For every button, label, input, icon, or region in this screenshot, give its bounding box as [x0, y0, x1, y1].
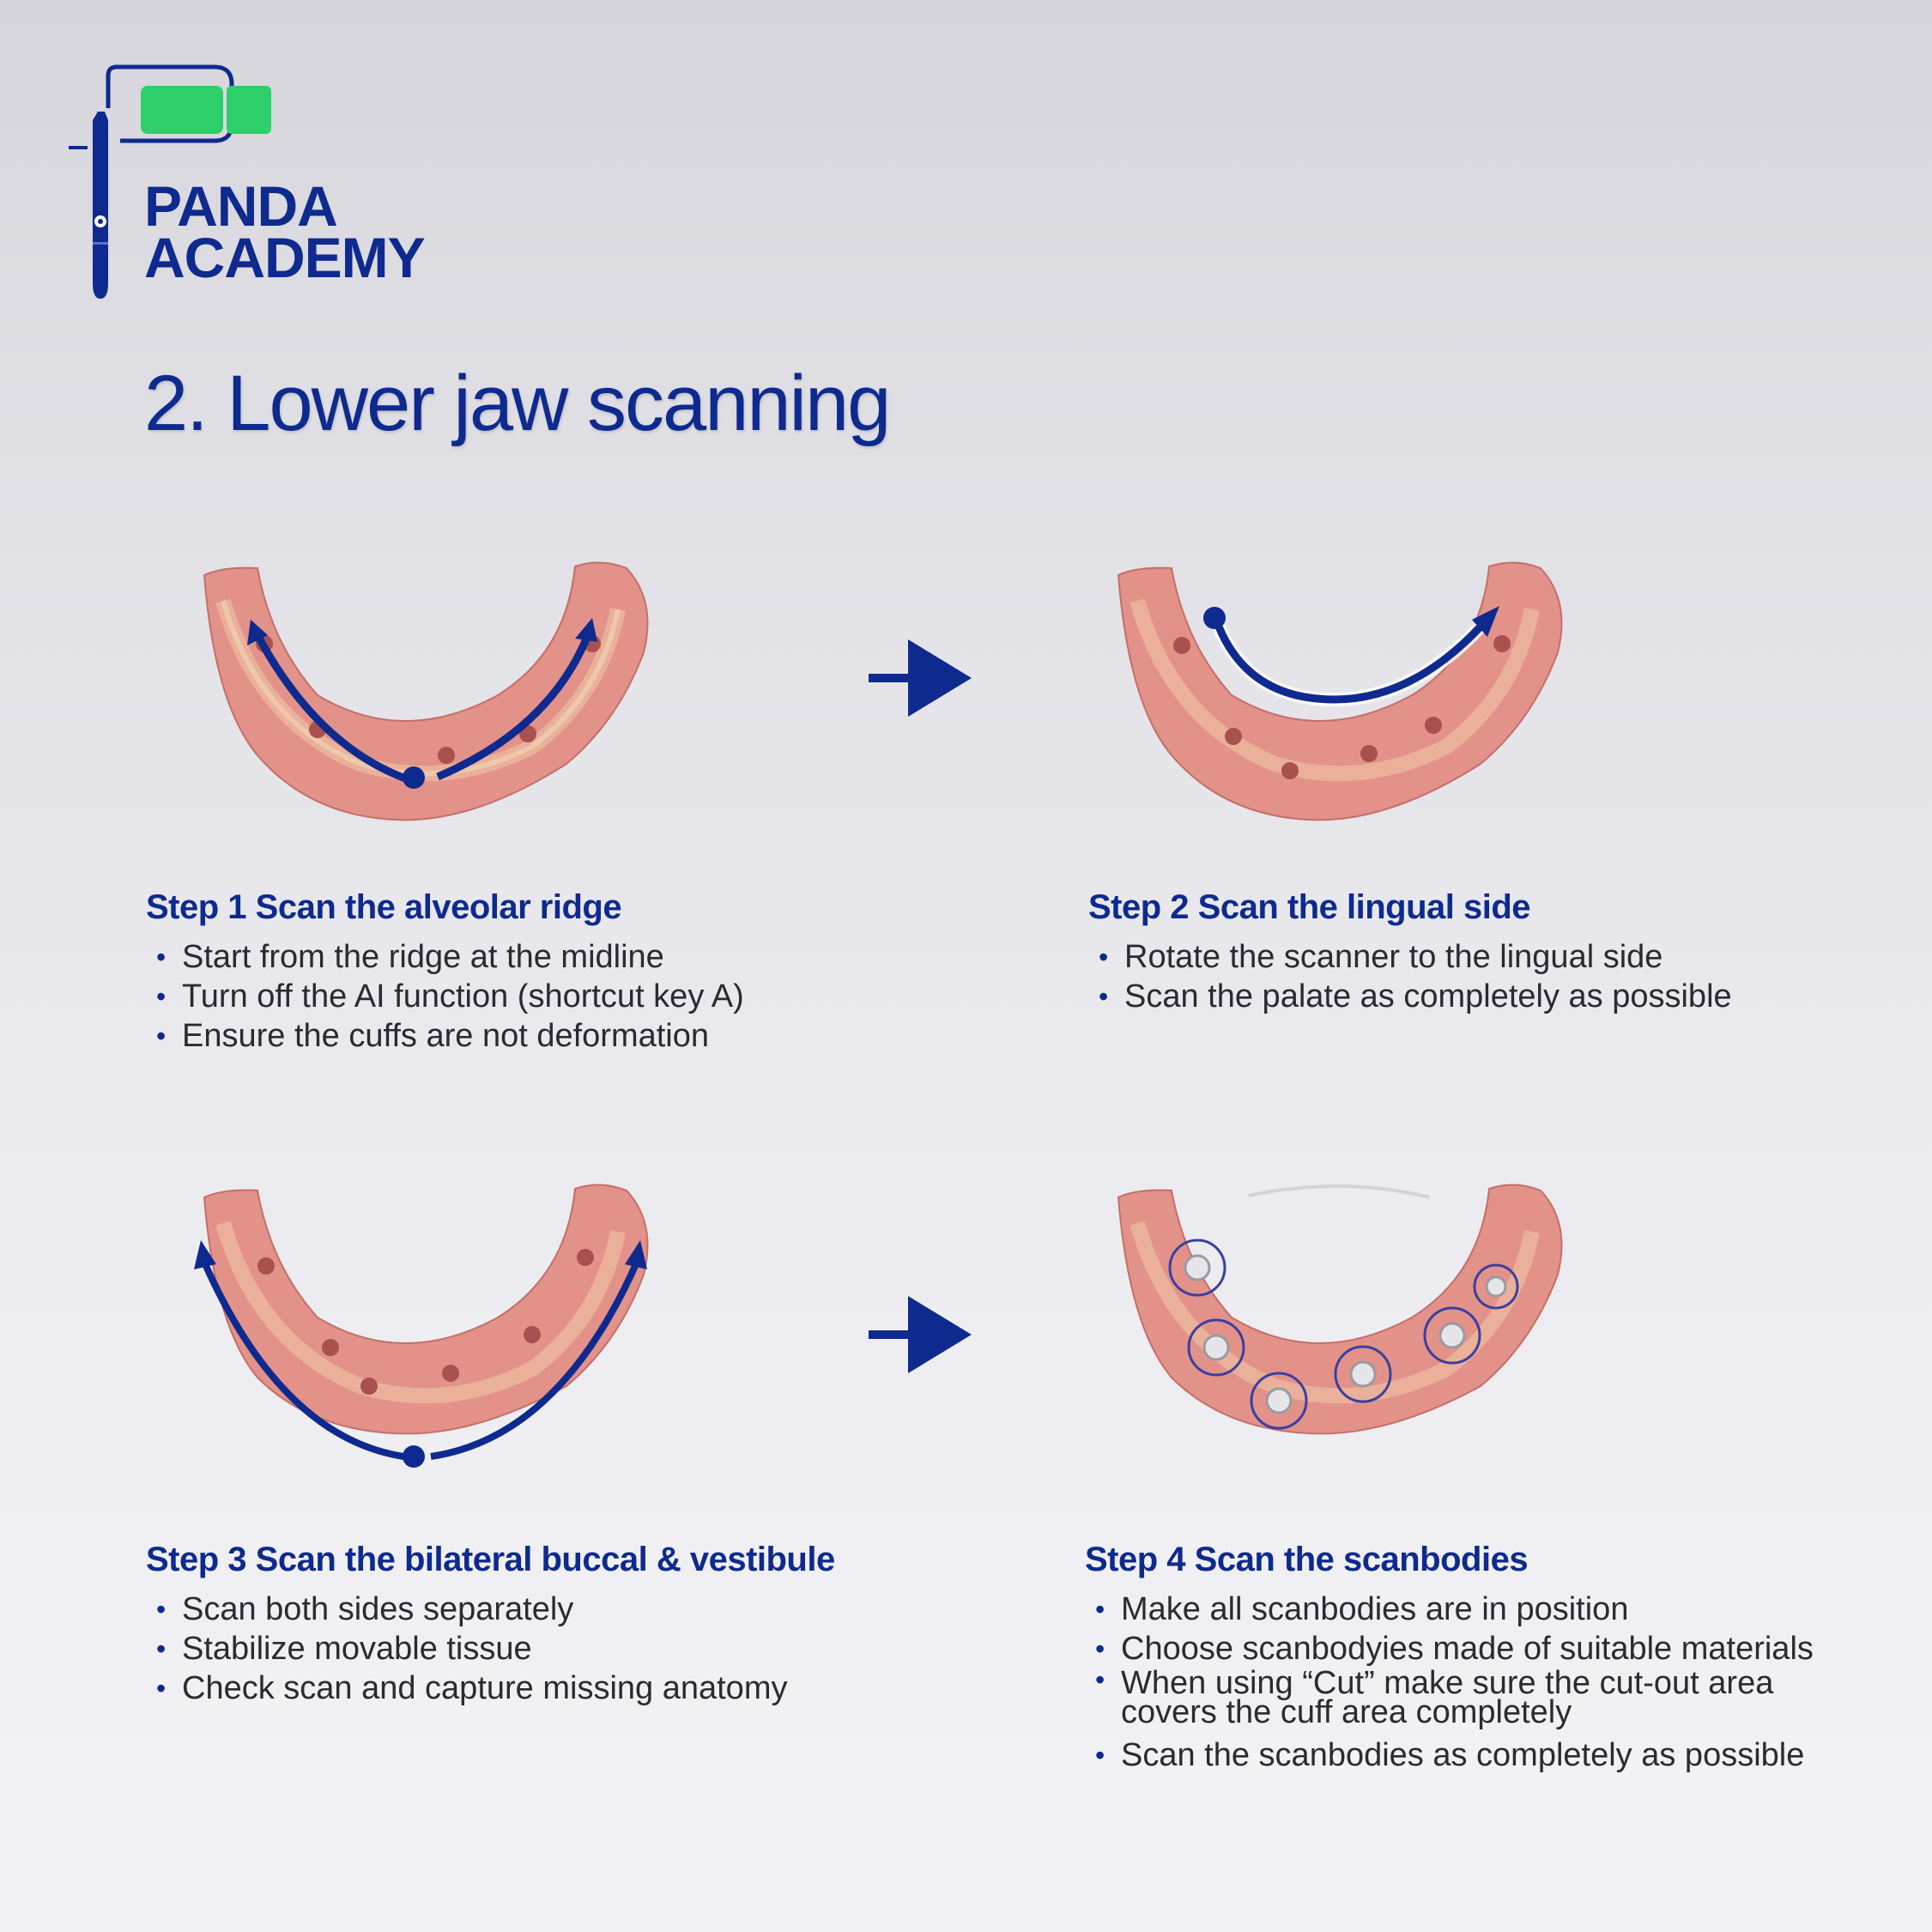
logo-line-2: ACADEMY [144, 226, 426, 289]
logo-wordmark: PANDA ACADEMY [144, 174, 426, 289]
step-3-list: •Scan both sides separately •Stabilize m… [146, 1590, 835, 1708]
step-3: Step 3 Scan the bilateral buccal & vesti… [146, 1541, 835, 1708]
list-item: •Scan the scanbodies as completely as po… [1095, 1737, 1805, 1773]
panda-academy-logo: PANDA ACADEMY [69, 60, 463, 309]
step-4: Step 4 Scan the scanbodies •Make all sca… [1085, 1541, 1857, 1775]
logo-line-1: PANDA [144, 174, 338, 238]
bullet-icon: • [156, 1021, 167, 1051]
step-3-title: Step 3 Scan the bilateral buccal & vesti… [146, 1541, 835, 1578]
bullet-icon: • [156, 1594, 167, 1625]
next-step-arrow-icon [869, 1296, 972, 1373]
list-item: •Check scan and capture missing anatomy [156, 1670, 788, 1706]
bullet-icon: • [1095, 1664, 1105, 1695]
bullet-icon: • [156, 981, 167, 1012]
step-4-list: •Make all scanbodies are in position •Ch… [1085, 1590, 1857, 1775]
page-title: 2. Lower jaw scanning [144, 360, 891, 447]
list-item: •When using “Cut” make sure the cut-out … [1095, 1664, 1774, 1730]
jaw-image-step-1 [203, 561, 649, 821]
step-2-list: •Rotate the scanner to the lingual side … [1088, 937, 1732, 1016]
jaw-image-step-3 [194, 1184, 649, 1468]
list-item: •Turn off the AI function (shortcut key … [156, 978, 744, 1014]
bullet-icon: • [1099, 942, 1109, 972]
step-4-title: Step 4 Scan the scanbodies [1085, 1541, 1529, 1578]
bullet-icon: • [156, 1633, 167, 1664]
step-2-title: Step 2 Scan the lingual side [1088, 888, 1531, 926]
bullet-icon: • [1095, 1594, 1105, 1625]
list-item: •Scan both sides separately [156, 1591, 574, 1627]
list-item: •Stabilize movable tissue [156, 1631, 532, 1667]
list-item: •Ensure the cuffs are not deformation [156, 1018, 709, 1054]
next-step-arrow-icon [869, 639, 972, 717]
step-1-title: Step 1 Scan the alveolar ridge [146, 888, 622, 926]
jaw-image-step-4 [1117, 1184, 1563, 1435]
bullet-icon: • [1095, 1740, 1105, 1771]
jaw-image-step-2 [1117, 561, 1563, 821]
list-item: •Rotate the scanner to the lingual side [1099, 939, 1663, 975]
scanbody-markers [1168, 1239, 1519, 1430]
scanner-logo-icon [69, 64, 271, 299]
step-1-list: •Start from the ridge at the midline •Tu… [146, 937, 744, 1056]
list-item: •Start from the ridge at the midline [156, 939, 664, 975]
list-item: •Choose scanbodyies made of suitable mat… [1095, 1631, 1814, 1667]
list-item: •Make all scanbodies are in position [1095, 1591, 1629, 1627]
bullet-icon: • [156, 942, 167, 972]
bullet-icon: • [1099, 981, 1109, 1012]
list-item: •Scan the palate as completely as possib… [1099, 978, 1732, 1014]
step-2: Step 2 Scan the lingual side •Rotate the… [1088, 888, 1732, 1016]
bullet-icon: • [156, 1673, 167, 1704]
bullet-icon: • [1095, 1633, 1105, 1664]
step-1: Step 1 Scan the alveolar ridge •Start fr… [146, 888, 744, 1056]
